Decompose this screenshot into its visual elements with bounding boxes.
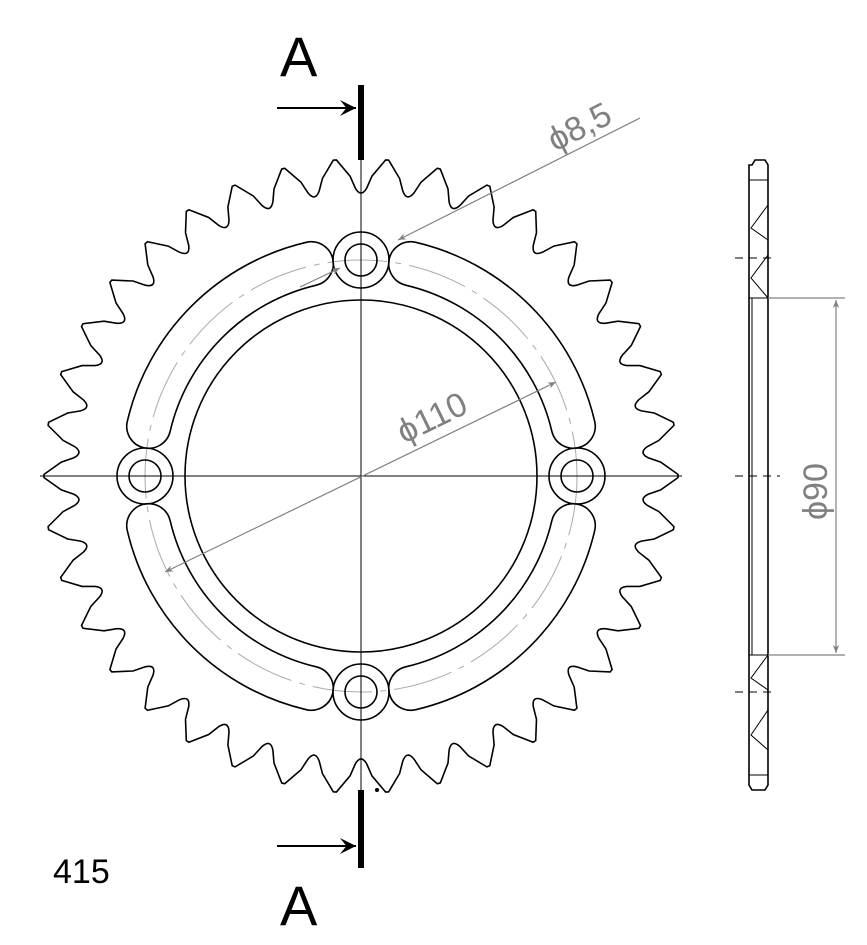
part-number: 415	[53, 853, 110, 891]
bolt-circle-label: ϕ110	[391, 385, 473, 451]
hole-diameter-label: ϕ8,5	[541, 95, 617, 159]
section-marker-top: A	[277, 25, 364, 160]
lightening-slot	[388, 503, 597, 712]
lightening-slot	[125, 240, 334, 449]
lightening-slot	[125, 503, 334, 712]
front-view	[40, 150, 682, 800]
section-cut-line	[358, 85, 364, 160]
section-cut-line	[358, 790, 364, 868]
center-bore-label: ϕ90	[797, 463, 835, 520]
section-label: A	[280, 874, 318, 937]
section-label: A	[280, 25, 318, 88]
hole-dimension: ϕ8,5	[299, 95, 641, 288]
side-view: ϕ90	[735, 159, 845, 791]
sprocket-teeth-outline	[43, 159, 679, 793]
marker-dot	[375, 788, 379, 792]
section-marker-bottom: A	[277, 790, 364, 937]
